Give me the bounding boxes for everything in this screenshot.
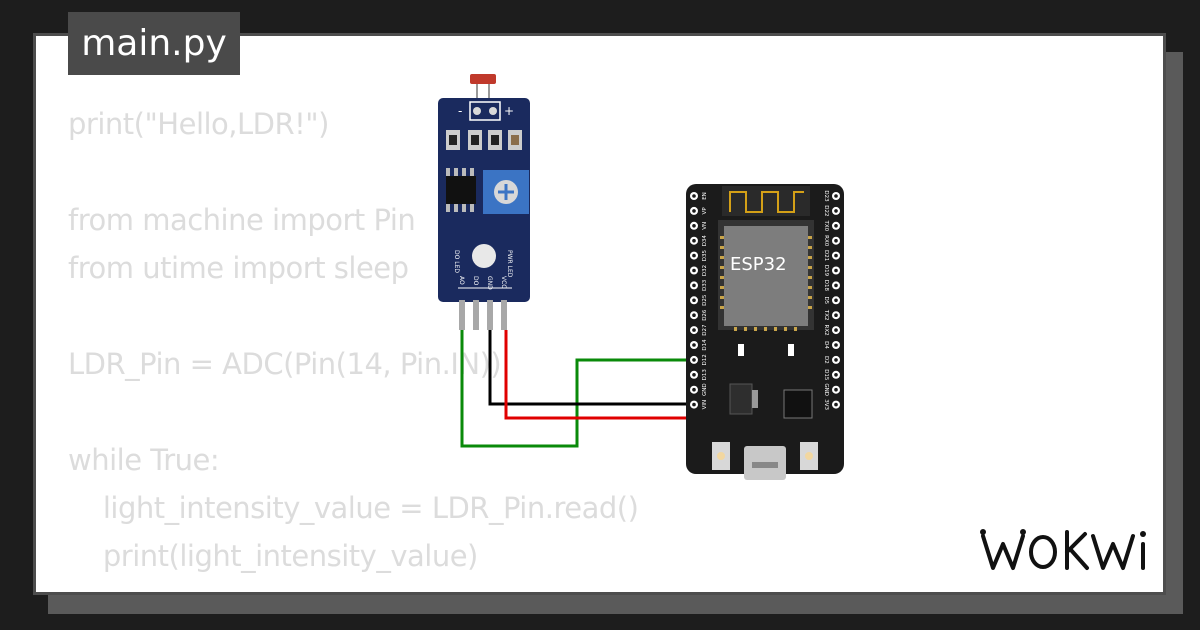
usb-uart-chip [783, 389, 813, 419]
esp32-pin-label: D14 [702, 339, 708, 351]
esp32-pin-hole [834, 343, 838, 347]
voltage-regulator [729, 383, 753, 415]
esp32-pin-label: D25 [702, 294, 708, 306]
header-pin-do[interactable] [473, 300, 479, 330]
esp32-pin-hole [692, 313, 696, 318]
esp32-pin-label: D18 [823, 280, 829, 292]
ldr-photoresistor [470, 74, 496, 84]
esp32-pin-label: TX0 [823, 219, 829, 231]
esp32-pin-label: VIN [702, 400, 708, 410]
code-line: while True: [68, 443, 220, 477]
esp32-pin-hole [692, 238, 696, 243]
esp32-pin-label: RX2 [823, 325, 829, 336]
esp32-pin-hole [834, 402, 838, 407]
esp32-pin-hole [834, 313, 838, 318]
esp32-pin-hole [834, 238, 838, 243]
esp32-pin-label: D22 [823, 205, 829, 216]
pin-label-ao: AO [458, 276, 465, 285]
pin-label-gnd: GND [486, 276, 493, 290]
esp32-pin-hole [834, 387, 838, 392]
code-line: LDR_Pin = ADC(Pin(14, Pin.IN)) [68, 347, 502, 381]
esp32-pin-label: GND [823, 383, 829, 396]
led-indicator [472, 244, 496, 268]
ldr-minus-label: - [458, 104, 462, 118]
do-led-label: DO LED [453, 250, 460, 273]
comparator-ic [446, 176, 476, 204]
esp32-pin-label: D34 [702, 235, 708, 247]
esp32-pin-label: TX2 [823, 309, 829, 321]
esp32-pin-label: D35 [702, 249, 708, 261]
pwr-led-label: PWR LED [506, 250, 513, 278]
esp32-board[interactable]: ESP32 ENVPVND34D35D32D33D25D26D27D14D12D… [686, 184, 844, 480]
esp32-pin-label: D5 [823, 296, 829, 304]
wire-vcc-vin[interactable] [504, 330, 696, 420]
code-line: from utime import sleep [68, 251, 409, 285]
code-line: light_intensity_value = LDR_Pin.read() [68, 491, 639, 525]
esp32-pin-hole [692, 209, 696, 213]
header-pin-gnd[interactable] [487, 300, 493, 330]
esp32-pin-hole [692, 283, 696, 288]
code-line: print(light_intensity_value) [68, 539, 479, 573]
esp32-pin-label: D4 [823, 341, 829, 349]
esp32-pin-hole [692, 373, 696, 377]
file-tab-label: main.py [81, 23, 227, 64]
esp32-pin-hole [692, 387, 696, 392]
ldr-plus-label: + [504, 104, 514, 118]
esp32-pin-hole [692, 358, 696, 362]
esp32-pin-hole [692, 268, 696, 273]
esp32-pin-hole [692, 253, 696, 258]
file-tab-main-py[interactable]: main.py [68, 12, 240, 75]
editor-card [33, 33, 1166, 595]
esp32-pin-label: D27 [702, 324, 708, 336]
esp32-pin-label: D32 [702, 265, 708, 276]
esp32-pin-hole [834, 298, 838, 303]
code-editor[interactable]: print("Hello,LDR!") from machine import … [68, 100, 639, 580]
esp32-pin-hole [834, 268, 838, 273]
esp32-pin-label: RX0 [823, 235, 829, 247]
esp32-pin-label: D13 [702, 369, 708, 381]
esp32-pin-label: 3V3 [823, 399, 829, 410]
esp32-pin-label: GND [702, 383, 708, 396]
esp32-pin-label: D15 [823, 369, 829, 381]
pin-label-do: DO [472, 276, 479, 286]
esp32-pin-hole [692, 343, 696, 347]
esp32-pin-hole [692, 224, 696, 228]
esp32-pin-hole [834, 283, 838, 288]
header-pin-ao[interactable] [459, 300, 465, 330]
esp32-pin-hole [834, 328, 838, 332]
esp32-pin-hole [834, 194, 838, 198]
esp32-pin-label: D21 [823, 250, 829, 261]
header-pin-vcc[interactable] [501, 300, 507, 330]
pin-label-vcc: VCC [500, 276, 507, 288]
wokwi-logo [980, 529, 1146, 570]
esp32-pin-label: VN [702, 222, 708, 230]
esp32-pin-hole [834, 209, 838, 213]
esp32-pin-label: EN [702, 192, 708, 200]
code-line: print("Hello,LDR!") [68, 107, 329, 141]
esp32-pin-label: D12 [702, 354, 708, 365]
esp32-pin-hole [692, 194, 696, 198]
esp32-pin-label: D19 [823, 265, 829, 277]
esp32-chip-label: ESP32 [730, 254, 787, 275]
esp32-pin-label: VP [702, 207, 708, 215]
esp32-pin-hole [692, 402, 696, 407]
esp32-pin-hole [834, 224, 838, 228]
esp32-pin-hole [692, 328, 696, 332]
esp32-pin-label: D26 [702, 309, 708, 321]
esp32-pin-hole [692, 298, 696, 303]
esp32-pin-label: D2 [823, 356, 829, 364]
ldr-module[interactable]: - + DO LED PWR LED AO DO GND VCC [438, 74, 530, 330]
antenna [722, 186, 810, 216]
esp32-pin-hole [834, 373, 838, 377]
code-line: from machine import Pin [68, 203, 416, 237]
esp32-pin-hole [834, 253, 838, 258]
wire-gnd-gnd[interactable] [488, 330, 696, 406]
esp32-pin-label: D23 [823, 190, 829, 202]
esp32-pin-label: D33 [702, 279, 708, 291]
esp32-pin-hole [834, 358, 838, 362]
wire-ao-d14[interactable] [460, 330, 696, 448]
